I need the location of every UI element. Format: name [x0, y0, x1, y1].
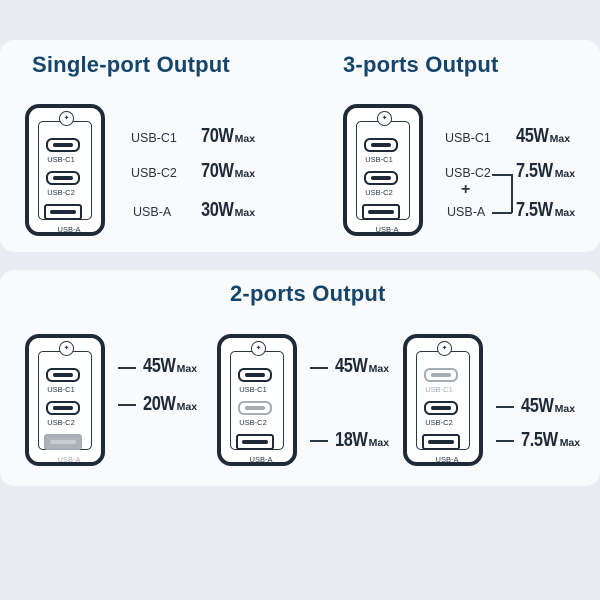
single-row-watt: 70WMax	[201, 160, 256, 182]
usb-a-port-label: USB-A	[57, 455, 81, 464]
single-row-port-label: USB-A	[133, 205, 172, 219]
three-row-port-label: USB-C1	[445, 131, 491, 145]
usb-c1-port-inactive	[424, 368, 458, 382]
two-port-watt: 18WMax	[335, 429, 390, 451]
usb-a-port	[44, 204, 82, 220]
charger-face: USB-C1 USB-C2	[38, 351, 92, 450]
usb-c2-port-label: USB-C2	[365, 188, 393, 197]
usb-c2-port	[364, 171, 398, 185]
brand-logo-icon: ✦	[59, 111, 74, 126]
plus-sign: +	[461, 181, 471, 198]
charger-two-ports-c2-a: USB-C1 USB-C2 ✦ USB-A	[403, 334, 483, 466]
usb-a-port	[362, 204, 400, 220]
usb-a-port-label: USB-A	[375, 225, 399, 234]
usb-c1-port-label: USB-C1	[47, 155, 75, 164]
usb-a-port	[236, 434, 274, 450]
two-port-watt: 45WMax	[521, 395, 576, 417]
brand-logo-icon: ✦	[59, 341, 74, 356]
three-ports-title: 3-ports Output	[343, 52, 499, 77]
single-port-title: Single-port Output	[32, 52, 230, 77]
charger-three-ports: USB-C1 USB-C2 ✦ USB-A	[343, 104, 423, 236]
usb-a-port-label: USB-A	[435, 455, 459, 464]
usb-c1-port	[46, 368, 80, 382]
usb-c2-port-label: USB-C2	[425, 418, 453, 427]
usb-c1-port	[238, 368, 272, 382]
connector-line	[118, 404, 136, 406]
charger-face: USB-C1 USB-C2	[38, 121, 92, 220]
usb-c2-port	[46, 171, 80, 185]
connector-line	[310, 440, 328, 442]
single-row-watt: 70WMax	[201, 125, 256, 147]
brand-logo-icon: ✦	[437, 341, 452, 356]
usb-c2-port-inactive	[238, 401, 272, 415]
bracket-vertical	[511, 174, 513, 213]
connector-line	[496, 440, 514, 442]
usb-c2-port-label: USB-C2	[239, 418, 267, 427]
brand-logo-icon: ✦	[251, 341, 266, 356]
usb-c2-port	[46, 401, 80, 415]
charger-single-port: USB-C1 USB-C2 ✦ USB-A	[25, 104, 105, 236]
three-row-port-label: USB-A	[447, 205, 486, 219]
three-row-port-label: USB-C2	[445, 166, 491, 180]
usb-c1-port-label: USB-C1	[239, 385, 267, 394]
connector-line	[310, 367, 328, 369]
connector-line	[118, 367, 136, 369]
two-ports-title: 2-ports Output	[230, 281, 386, 306]
brand-logo-icon: ✦	[377, 111, 392, 126]
charger-face: USB-C1 USB-C2	[356, 121, 410, 220]
usb-c1-port-label: USB-C1	[365, 155, 393, 164]
charger-face: USB-C1 USB-C2	[230, 351, 284, 450]
bracket-top-tick	[492, 174, 512, 176]
charger-two-ports-c1-a: USB-C1 USB-C2 ✦ USB-A	[217, 334, 297, 466]
usb-c1-port-label: USB-C1	[47, 385, 75, 394]
usb-c1-port-label: USB-C1	[425, 385, 453, 394]
single-row-port-label: USB-C1	[131, 131, 177, 145]
usb-c1-port	[364, 138, 398, 152]
two-port-watt: 20WMax	[143, 393, 198, 415]
usb-c2-port	[424, 401, 458, 415]
usb-c1-port	[46, 138, 80, 152]
connector-line	[496, 406, 514, 408]
charger-face: USB-C1 USB-C2	[416, 351, 470, 450]
charger-two-ports-c1-c2: USB-C1 USB-C2 ✦ USB-A	[25, 334, 105, 466]
usb-a-port-label: USB-A	[249, 455, 273, 464]
usb-a-port	[422, 434, 460, 450]
single-row-port-label: USB-C2	[131, 166, 177, 180]
two-port-watt: 45WMax	[143, 355, 198, 377]
usb-c2-port-label: USB-C2	[47, 188, 75, 197]
usb-c2-port-label: USB-C2	[47, 418, 75, 427]
three-row-watt: 45WMax	[516, 125, 571, 147]
bracket-bottom-tick	[492, 212, 512, 214]
usb-a-port-inactive	[44, 434, 82, 450]
two-port-watt: 45WMax	[335, 355, 390, 377]
usb-a-port-label: USB-A	[57, 225, 81, 234]
single-row-watt: 30WMax	[201, 199, 256, 221]
